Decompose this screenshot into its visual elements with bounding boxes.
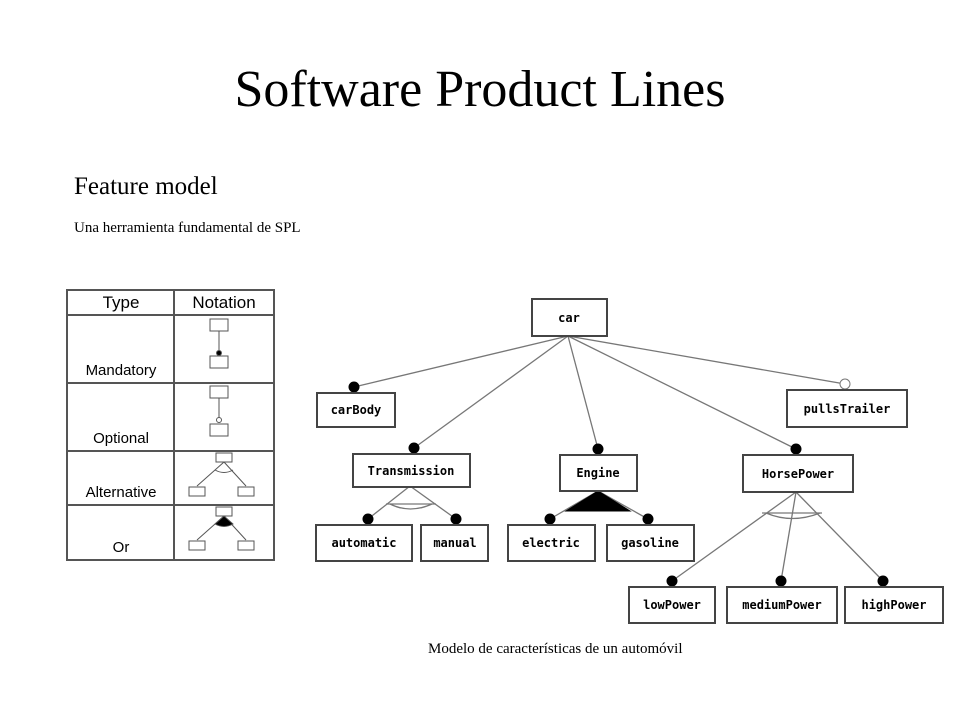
- car-feature-model-diagram: car carBody pullsTrailer Transmission En…: [315, 298, 944, 624]
- feature-transmission-box: [352, 453, 471, 488]
- feature-automatic-box: [315, 524, 413, 562]
- feature-manual-label: manual: [433, 536, 476, 550]
- alternative-notation-icon: [188, 452, 255, 497]
- feature-lowpower-box: [628, 586, 716, 624]
- slide-lead-text: Una herramienta fundamental de SPL: [74, 220, 301, 236]
- feature-car-label: car: [558, 311, 580, 325]
- feature-lowpower-label: lowPower: [643, 598, 701, 612]
- feature-gasoline-label: gasoline: [621, 536, 679, 550]
- feature-engine-label: Engine: [576, 466, 619, 480]
- feature-horsepower-box: [742, 454, 854, 493]
- legend-label-optional: Optional: [93, 430, 149, 447]
- feature-manual-box: [420, 524, 489, 562]
- feature-transmission-label: Transmission: [368, 464, 455, 478]
- legend-label-or: Or: [113, 539, 130, 556]
- feature-electric-box: [507, 524, 596, 562]
- feature-electric-label: electric: [522, 536, 580, 550]
- feature-highpower-box: [844, 586, 944, 624]
- legend-header-type: Type: [103, 293, 140, 312]
- or-notation-icon: [188, 506, 255, 551]
- slide-subtitle: Feature model: [74, 173, 218, 200]
- optional-notation-icon: [209, 385, 229, 437]
- feature-car-box: [531, 298, 608, 337]
- slide-title: Software Product Lines: [234, 61, 726, 118]
- feature-mediumpower-box: [726, 586, 838, 624]
- legend-label-alternative: Alternative: [86, 484, 157, 501]
- notation-legend-table: Type Notation Mandatory Optional Alterna…: [66, 289, 275, 561]
- feature-automatic-label: automatic: [331, 536, 396, 550]
- feature-engine-box: [559, 454, 638, 492]
- feature-carbody-label: carBody: [331, 403, 382, 417]
- diagram-caption: Modelo de características de un automóvi…: [428, 641, 683, 657]
- feature-pullstrailer-box: [786, 389, 908, 428]
- feature-carbody-box: [316, 392, 396, 428]
- feature-horsepower-label: HorsePower: [762, 467, 834, 481]
- feature-mediumpower-label: mediumPower: [742, 598, 821, 612]
- feature-pullstrailer-label: pullsTrailer: [804, 402, 891, 416]
- mandatory-notation-icon: [209, 318, 229, 369]
- legend-header-notation: Notation: [192, 293, 255, 312]
- feature-gasoline-box: [606, 524, 695, 562]
- legend-label-mandatory: Mandatory: [86, 362, 157, 379]
- feature-highpower-label: highPower: [861, 598, 926, 612]
